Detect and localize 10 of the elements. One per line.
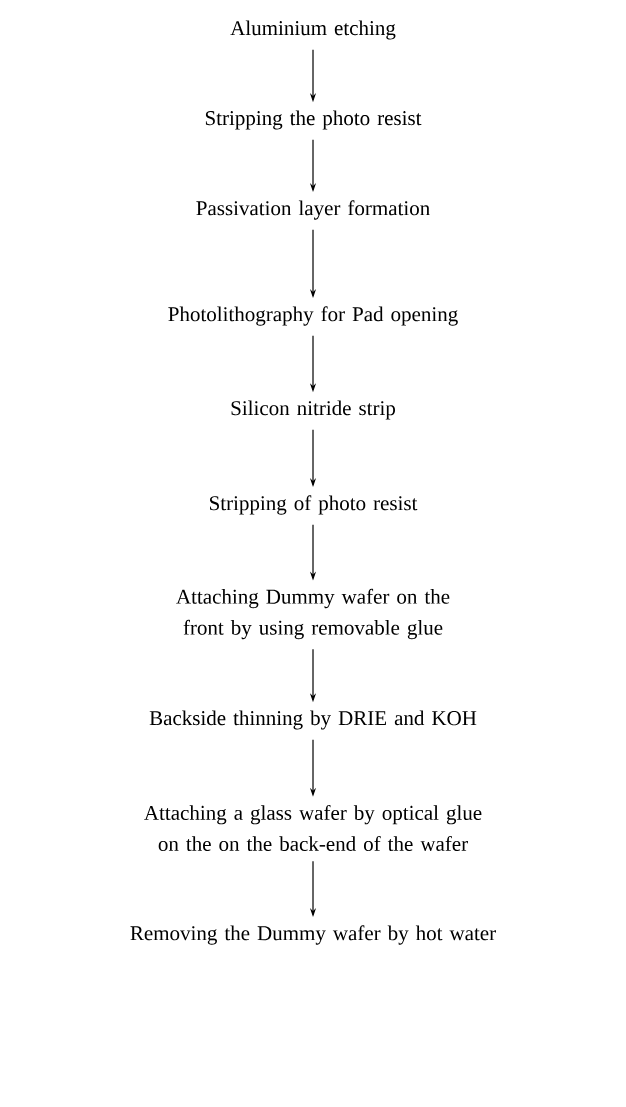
step-text: Stripping of photo resist	[210, 495, 418, 515]
step-text: Silicon nitride strip	[231, 400, 395, 420]
step-text: Passivation layer formation	[196, 200, 430, 220]
step-text: Aluminium etching	[230, 20, 396, 40]
step-text: Attaching Dummy wafer on the front by using removable glue	[176, 588, 450, 640]
step-text: Backside thinning by DRIE and KOH	[149, 710, 477, 730]
step-text: Stripping the photo resist	[205, 110, 422, 130]
step-text: Attaching a glass wafer by optical glue on the on the back-end of the wafer	[144, 805, 482, 851]
step-text: Photolithography for Pad opening	[168, 306, 458, 326]
step-text: Removing the Dummy wafer by hot water	[130, 925, 496, 945]
